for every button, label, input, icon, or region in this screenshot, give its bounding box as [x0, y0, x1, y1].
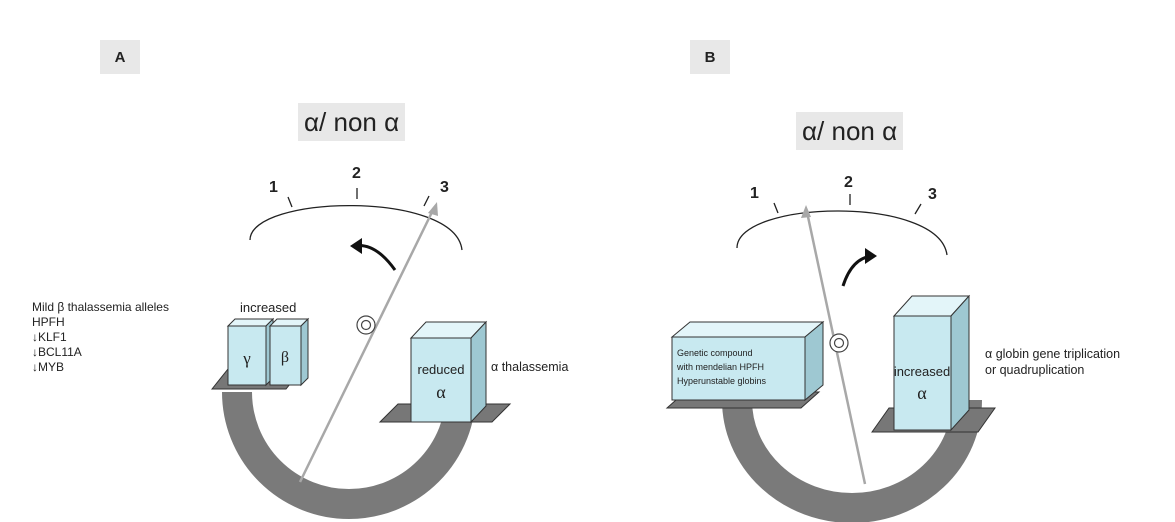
modifier-item: ↓MYB: [32, 360, 65, 374]
scale-arc: [736, 210, 948, 256]
modifier-item: ↓KLF1: [32, 330, 67, 344]
direction-arrow-head: [865, 248, 877, 264]
balance-diagram: 1 2 3 Genetic compound with mendelian HP…: [665, 174, 1120, 522]
scale-label-2: 2: [352, 165, 361, 182]
scale-label-1: 1: [750, 185, 759, 202]
compound-line: with mendelian HPFH: [676, 362, 764, 372]
scale-tick-3: [423, 195, 430, 207]
modifier-item: HPFH: [32, 315, 65, 329]
compound-box: [671, 336, 806, 401]
scale-label-1: 1: [269, 179, 278, 196]
pivot-icon: [829, 333, 849, 353]
scale-label-3: 3: [440, 179, 449, 196]
panel-label: A: [100, 40, 140, 74]
balance-arc: [222, 391, 476, 519]
scale-label-3: 3: [928, 186, 937, 203]
panel-title: α/ non α: [796, 112, 904, 150]
scale-tick-1: [287, 196, 293, 208]
alpha-thalassemia-note: α thalassemia: [491, 360, 568, 374]
compound-line: Genetic compound: [677, 348, 753, 358]
triplication-note: α globin gene triplication: [985, 347, 1120, 361]
needle-head: [801, 205, 811, 218]
increased-label: increased: [240, 300, 296, 315]
beta-label: β: [281, 349, 289, 366]
alpha-box: [893, 315, 952, 431]
balance-diagram: 1 2 3 γ β increased reduced α: [210, 165, 568, 519]
beta-box: [269, 325, 302, 386]
triplication-note: or quadruplication: [985, 363, 1084, 377]
compound-line: Hyperunstable globins: [677, 376, 767, 386]
alpha-label: α: [917, 383, 927, 403]
alpha-box: [410, 337, 472, 423]
increased-label: increased: [894, 364, 950, 379]
modifier-item: ↓BCL11A: [32, 345, 82, 359]
panel-title: α/ non α: [298, 103, 406, 141]
scale-arc: [249, 204, 463, 251]
direction-arrow-head: [350, 238, 362, 254]
needle-head: [428, 202, 438, 216]
alpha-label: α: [436, 382, 446, 402]
modifier-item: Mild β thalassemia alleles: [32, 300, 169, 314]
reduced-label: reduced: [418, 362, 465, 377]
balance-arc: [722, 399, 982, 522]
needle: [298, 207, 436, 483]
panel-label: B: [690, 40, 730, 74]
gamma-label: γ: [242, 349, 251, 368]
scale-tick-1: [773, 202, 779, 214]
scale-tick-3: [914, 203, 922, 215]
scale-label-2: 2: [844, 174, 853, 191]
panel-a: A α/ non α 1 2 3 γ β increased: [0, 0, 587, 522]
panel-b: B α/ non α 1 2 3 Genetic compound with m…: [587, 0, 1174, 522]
gamma-box: [227, 325, 267, 386]
pivot-icon: [356, 315, 376, 335]
modifier-list: Mild β thalassemia alleles HPFH ↓KLF1 ↓B…: [32, 300, 169, 375]
